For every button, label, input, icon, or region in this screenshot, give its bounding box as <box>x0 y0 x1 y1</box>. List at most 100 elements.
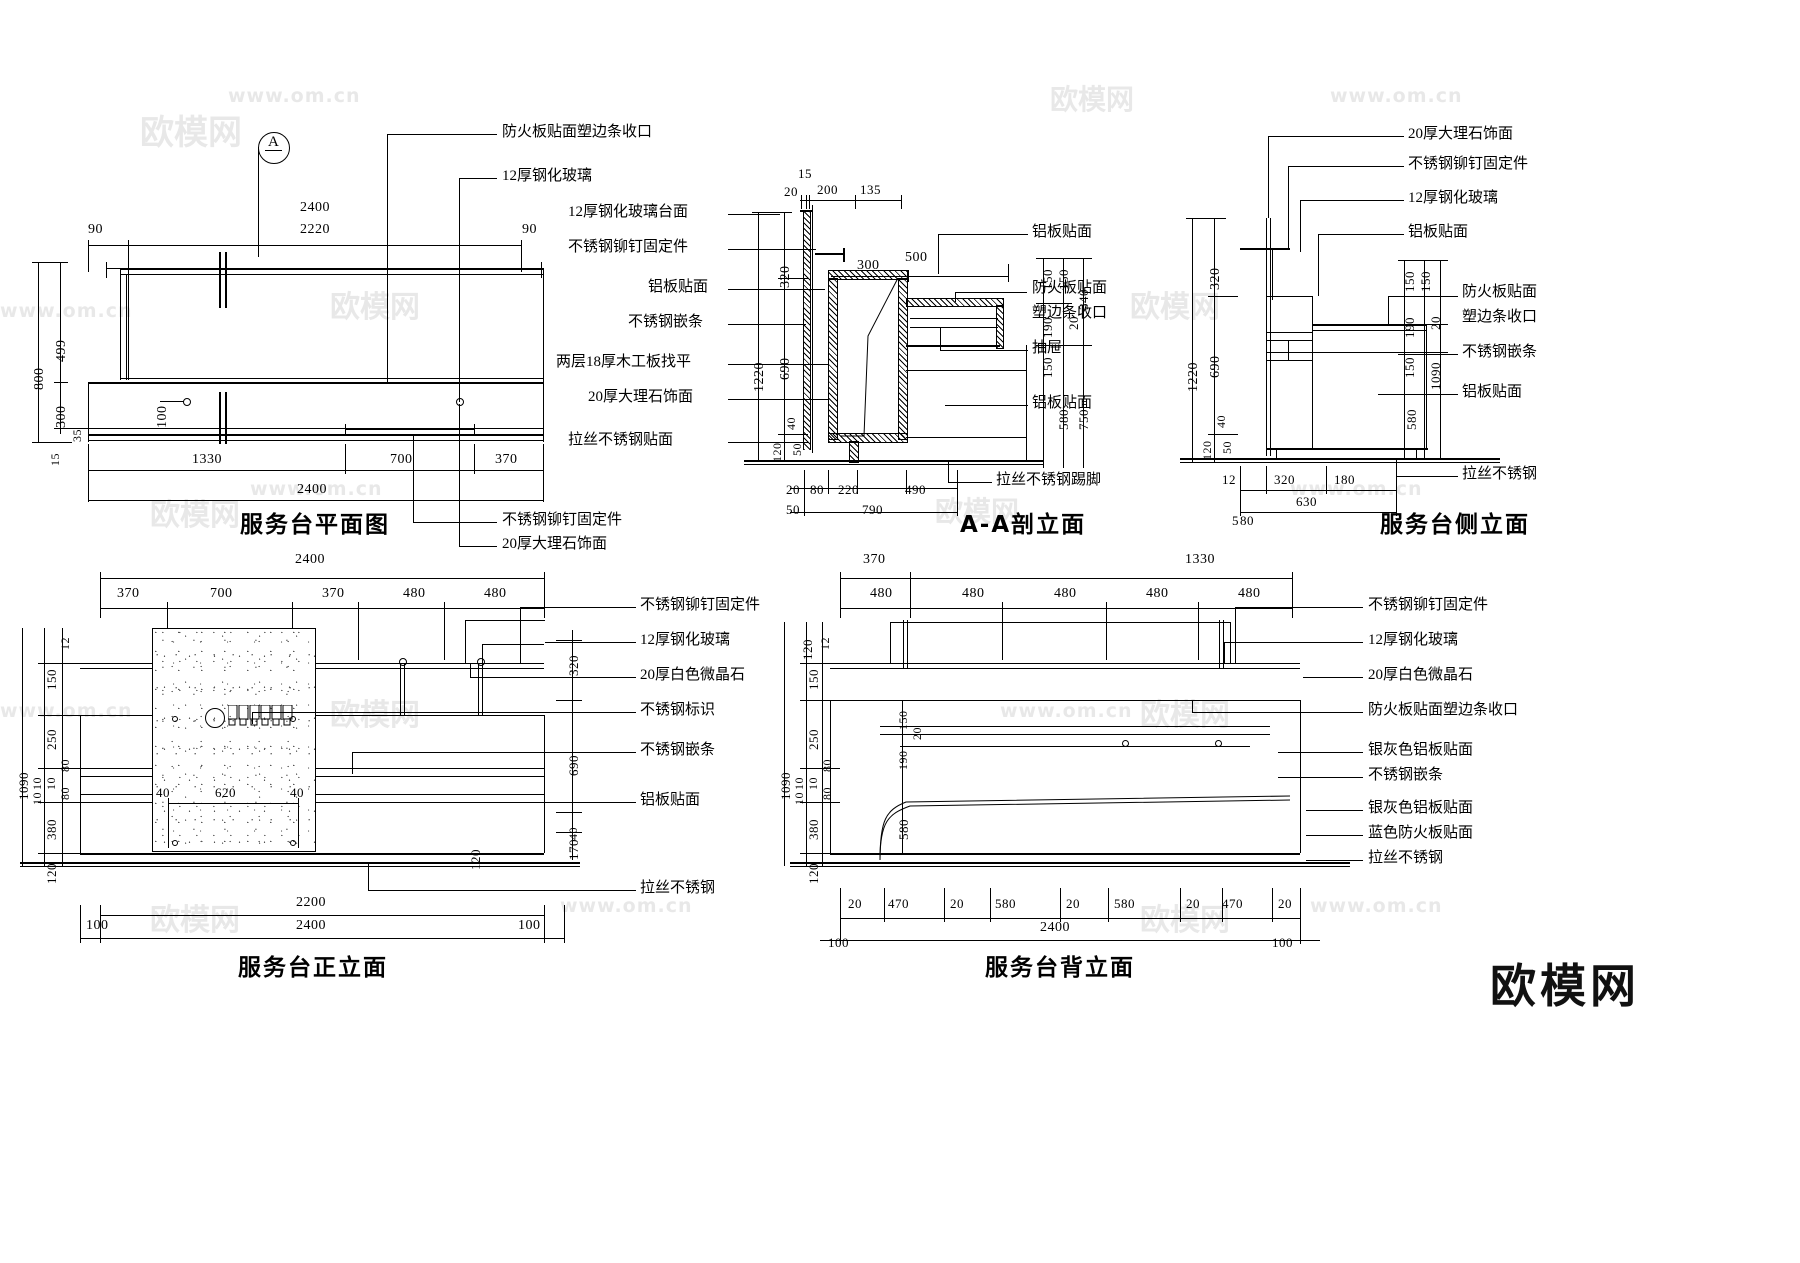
ext-line <box>1326 466 1327 494</box>
ext-line <box>884 888 885 922</box>
back-floor <box>790 862 1350 864</box>
section-aa-title: A-A剖立面 <box>960 512 1087 538</box>
section-marker-divider <box>265 150 282 151</box>
back-glassline2 <box>830 668 1300 669</box>
ext-line <box>1036 345 1092 346</box>
dim-line <box>1240 512 1396 513</box>
watermark-url: www.om.cn <box>0 700 133 722</box>
leader-line <box>459 452 460 546</box>
leader-line <box>470 677 636 678</box>
panel-fix-dot <box>290 716 296 722</box>
leader-line <box>368 862 369 890</box>
front-dim-10b: 10 <box>44 777 58 790</box>
aa-rlabel-drawer: 抽屉 <box>1032 340 1063 356</box>
watermark-url: www.om.cn <box>228 85 361 107</box>
ext-line <box>32 262 68 263</box>
leader-line <box>728 442 808 443</box>
aa-drawer-line <box>910 327 998 328</box>
front-dim-480b: 480 <box>484 586 507 601</box>
dim-line <box>88 470 544 471</box>
leader-line <box>470 664 471 677</box>
leader-line <box>728 289 825 290</box>
dim-line-v <box>1404 260 1405 460</box>
plan-glass-shelf <box>345 428 475 430</box>
plan-glass-end <box>474 424 475 436</box>
panel-fix-dot <box>172 840 178 846</box>
aa-floor-line2 <box>744 464 1044 465</box>
front-dim-370a: 370 <box>117 586 140 601</box>
ext-line <box>556 640 582 641</box>
rivet-icon <box>183 398 191 406</box>
side-body-left <box>1266 296 1267 448</box>
side-label-rivet: 不锈钢铆钉固定件 <box>1408 156 1529 172</box>
ext-line <box>1272 888 1273 922</box>
leader-line <box>387 134 497 135</box>
dim-line-v <box>784 212 785 462</box>
front-step-h <box>465 620 545 621</box>
side-counter-right <box>1426 324 1427 448</box>
leader-line <box>945 405 1028 406</box>
back-dim-10c: 10 <box>792 792 806 805</box>
front-label-ssinlay: 不锈钢嵌条 <box>640 742 716 758</box>
rivet-icon <box>1215 740 1222 747</box>
ext-line <box>1002 602 1003 660</box>
ext-line <box>778 278 808 279</box>
section-marker-label: A <box>268 134 279 150</box>
leader-line <box>368 890 636 891</box>
front-base <box>80 853 544 855</box>
dim-line-v <box>572 630 573 860</box>
watermark-logo: 欧模网 <box>1050 83 1135 116</box>
back-dim-12: 12 <box>818 637 832 650</box>
back-sweep-curve <box>879 795 1291 861</box>
back-dim-20c: 20 <box>1066 896 1080 911</box>
aa-cabinet-diagonal-svg <box>840 277 899 437</box>
side-dim-12: 12 <box>1222 472 1236 487</box>
back-counter-top <box>830 700 1300 701</box>
aa-dim-120: 120 <box>770 442 784 463</box>
leader-line <box>413 522 497 523</box>
watermark-logo: 欧模网 <box>1130 290 1220 325</box>
ext-line <box>1198 602 1199 660</box>
back-dim-1330: 1330 <box>1185 552 1215 567</box>
plan-joint <box>225 392 227 444</box>
ext-line <box>32 442 72 443</box>
aa-label-rivet: 不锈钢铆钉固定件 <box>568 239 689 255</box>
back-dim-20b: 20 <box>950 896 964 911</box>
back-mullion <box>907 620 908 668</box>
plan-joint <box>219 252 221 308</box>
watermark-logo: 欧模网 <box>140 113 242 153</box>
ext-line <box>800 700 840 701</box>
side-body-div-v <box>1288 340 1289 360</box>
aa-label-aluminum: 铝板贴面 <box>648 279 709 295</box>
aa-label-marble: 20厚大理石饰面 <box>588 389 694 405</box>
ext-line <box>1108 888 1109 922</box>
plan-counter-top-edge <box>120 268 544 270</box>
aa-body-line <box>906 370 1026 371</box>
dim-line <box>100 915 544 916</box>
plan-dim-2400-bottom: 2400 <box>297 482 327 497</box>
ext-line <box>1208 434 1238 435</box>
plan-dim-800: 800 <box>32 367 47 391</box>
front-dim-40a: 40 <box>156 785 170 800</box>
back-mullion <box>1219 620 1220 668</box>
back-dim-120b: 120 <box>806 863 821 884</box>
ext-line <box>801 195 802 209</box>
aa-dim-300: 300 <box>857 258 880 273</box>
ext-line <box>1398 324 1448 325</box>
back-glassline <box>830 663 1300 664</box>
panel-fix-dot <box>290 840 296 846</box>
dim-line-v <box>60 382 61 434</box>
dim-line-v <box>902 700 903 855</box>
front-step-v <box>465 620 466 664</box>
front-step-v2 <box>482 644 483 666</box>
back-label-bluefireboard: 蓝色防火板贴面 <box>1368 825 1474 841</box>
front-label-aluminum: 铝板贴面 <box>640 792 701 808</box>
ext-line <box>1266 466 1267 494</box>
front-dim-120-inner: 120 <box>468 849 483 870</box>
side-label-brushedss: 拉丝不锈钢 <box>1462 466 1538 482</box>
back-dim-20i: 20 <box>910 727 924 740</box>
dim-line <box>100 578 544 579</box>
side-glass-v2 <box>1270 218 1271 456</box>
ext-line <box>901 195 902 209</box>
aa-label-glasstop: 12厚钢化玻璃台面 <box>568 204 689 220</box>
